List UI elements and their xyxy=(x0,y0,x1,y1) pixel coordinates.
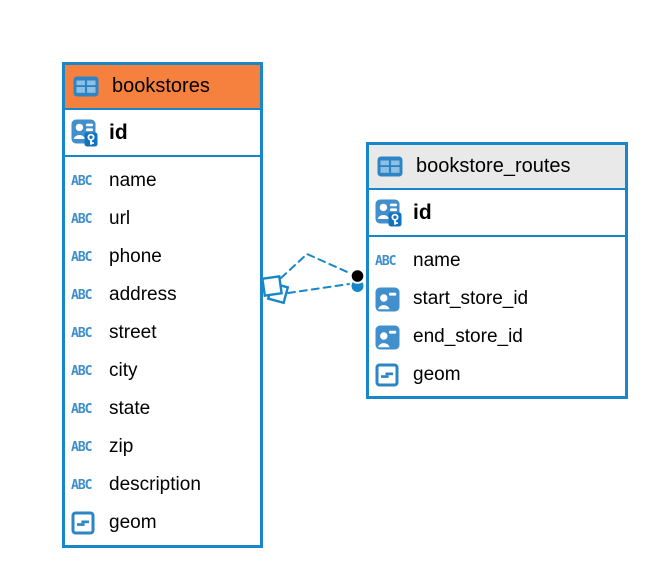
column-row[interactable]: ABC state xyxy=(65,390,260,428)
one-end-marker[interactable] xyxy=(349,268,366,292)
column-row[interactable]: end_store_id xyxy=(369,318,625,356)
relationship-line-lower[interactable] xyxy=(287,283,350,294)
text-type-icon: ABC xyxy=(71,173,93,189)
text-type-icon: ABC xyxy=(71,439,93,455)
column-name: phone xyxy=(109,246,162,267)
column-name: description xyxy=(109,474,201,495)
primary-key-row[interactable]: id xyxy=(65,110,260,157)
table-icon xyxy=(377,156,407,177)
primary-key-name: id xyxy=(109,120,128,144)
column-row[interactable]: ABC address xyxy=(65,276,260,314)
many-end-marker[interactable] xyxy=(261,275,290,305)
column-name: url xyxy=(109,208,131,229)
column-row[interactable]: ABC url xyxy=(65,200,260,238)
column-name: name xyxy=(109,170,157,191)
column-row[interactable]: ABC street xyxy=(65,314,260,352)
foreign-key-icon xyxy=(375,325,405,350)
text-type-icon: ABC xyxy=(375,253,397,269)
column-row[interactable]: ABC phone xyxy=(65,238,260,276)
column-row[interactable]: geom xyxy=(65,504,260,542)
column-name: geom xyxy=(109,512,157,533)
column-name: address xyxy=(109,284,177,305)
table-title: bookstore_routes xyxy=(416,155,571,177)
text-type-icon: ABC xyxy=(71,363,93,379)
column-name: name xyxy=(413,250,461,271)
table-header[interactable]: bookstores xyxy=(65,65,260,110)
table-bookstore-routes[interactable]: bookstore_routes id ABC name start_store_… xyxy=(366,142,628,399)
column-name: start_store_id xyxy=(413,288,529,309)
geometry-type-icon xyxy=(71,511,101,535)
text-type-icon: ABC xyxy=(71,477,93,493)
column-row[interactable]: ABC description xyxy=(65,466,260,504)
column-row[interactable]: ABC city xyxy=(65,352,260,390)
column-row[interactable]: start_store_id xyxy=(369,280,625,318)
column-list: ABC name start_store_id end_store_id geom xyxy=(369,237,625,399)
column-row[interactable]: ABC name xyxy=(65,162,260,200)
text-type-icon: ABC xyxy=(71,325,93,341)
geometry-type-icon xyxy=(375,363,405,387)
column-name: zip xyxy=(109,436,134,457)
column-name: end_store_id xyxy=(413,326,523,347)
primary-key-icon xyxy=(375,199,405,227)
column-row[interactable]: ABC zip xyxy=(65,428,260,466)
primary-key-name: id xyxy=(413,200,432,224)
column-row[interactable]: ABC name xyxy=(369,242,625,280)
text-type-icon: ABC xyxy=(71,401,93,417)
table-icon xyxy=(73,76,103,97)
column-name: city xyxy=(109,360,138,381)
foreign-key-icon xyxy=(375,287,405,312)
relationship-endpoint-dot[interactable] xyxy=(349,268,366,284)
table-title: bookstores xyxy=(112,75,210,97)
primary-key-icon xyxy=(71,119,101,147)
column-row[interactable]: geom xyxy=(369,356,625,394)
text-type-icon: ABC xyxy=(71,249,93,265)
primary-key-row[interactable]: id xyxy=(369,190,625,237)
column-name: state xyxy=(109,398,151,419)
relationship[interactable] xyxy=(261,252,366,305)
text-type-icon: ABC xyxy=(71,287,93,303)
column-name: geom xyxy=(413,364,461,385)
relationship-line-upper[interactable] xyxy=(280,252,355,279)
column-name: street xyxy=(109,322,157,343)
table-header[interactable]: bookstore_routes xyxy=(369,145,625,190)
text-type-icon: ABC xyxy=(71,211,93,227)
